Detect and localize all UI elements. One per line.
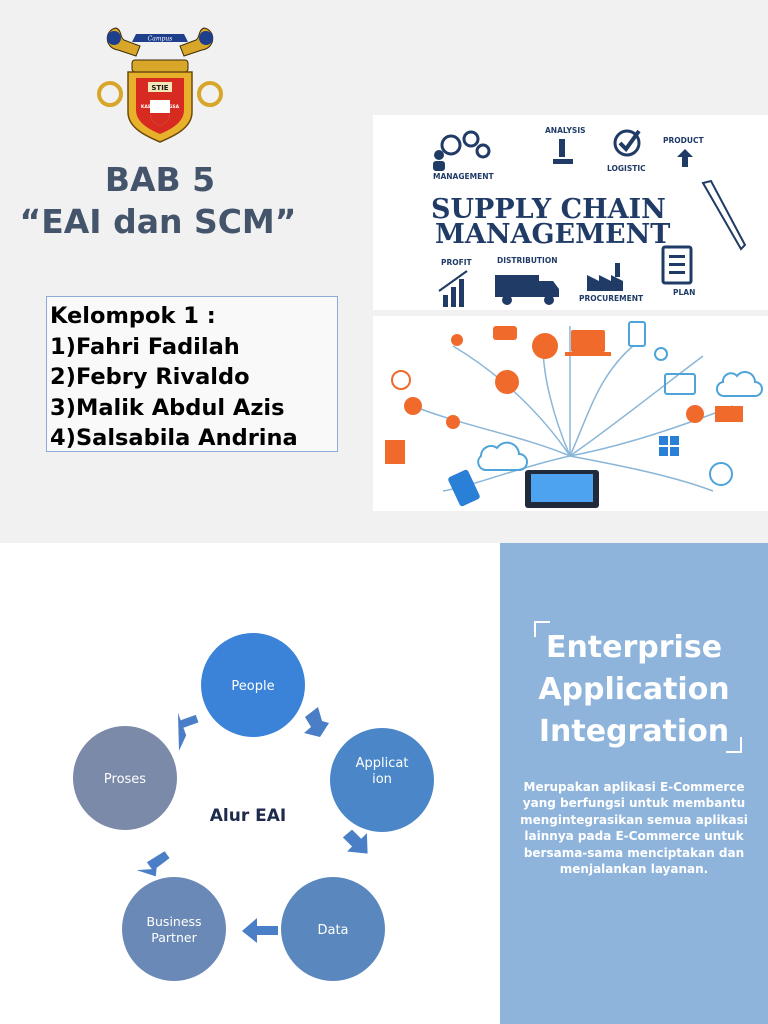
group-member: 4)Salsabila Andrina — [50, 425, 298, 451]
logo-motto-text: KASIH BANGSA — [141, 104, 180, 110]
gears-icon — [433, 130, 491, 171]
eai-heading: Enterprise Application Integration — [500, 627, 768, 753]
scm-title-line1: SUPPLY CHAIN — [431, 194, 666, 225]
people-icon — [451, 334, 463, 346]
bab-title: “EAI dan SCM” — [19, 202, 297, 241]
video-icon — [715, 406, 743, 422]
arrow-icon — [242, 918, 278, 943]
arrow-icon — [136, 851, 170, 877]
globe-icon — [532, 333, 558, 359]
scm-label-logistic: LOGISTIC — [607, 164, 646, 173]
slide-title: Campus STIE KASIH BANGSA BAB 5 “EAI dan … — [0, 0, 768, 543]
group-member: 1)Fahri Fadilah — [50, 333, 240, 360]
node-label-application: Applicat — [356, 756, 409, 771]
campus-logo: Campus STIE KASIH BANGSA — [97, 27, 223, 143]
node-label-people: People — [231, 679, 274, 694]
people-icon — [446, 415, 460, 429]
eai-heading-line: Enterprise — [545, 630, 723, 665]
logo-banner-text: Campus — [148, 36, 173, 43]
camera-icon — [654, 347, 668, 361]
eai-heading-line: Integration — [538, 714, 730, 749]
corner-bracket — [726, 737, 742, 753]
document-icon — [385, 440, 405, 464]
gear-icon — [404, 397, 422, 415]
phone-icon — [448, 469, 480, 507]
cloud-icon — [715, 371, 763, 398]
supply-chain-image: MANAGEMENT ANALYSIS LOGISTIC PRODUCT SUP… — [373, 115, 768, 310]
arrow-icon — [304, 707, 329, 737]
laptop-icon — [565, 330, 611, 356]
microscope-icon — [553, 139, 573, 164]
logo-shield-text: STIE — [151, 84, 168, 92]
eai-heading-line: Application — [538, 672, 730, 707]
monitor-icon — [664, 373, 696, 395]
group-heading: Kelompok 1 : — [50, 303, 216, 329]
eai-description: Merupakan aplikasi E-Commerce yang berfu… — [520, 780, 748, 877]
checkmark-icon — [613, 129, 641, 157]
node-label-data: Data — [317, 923, 348, 938]
factory-icon — [587, 263, 623, 291]
arrow-up-icon — [677, 149, 693, 167]
email-icon — [391, 370, 411, 390]
node-label-application: ion — [372, 772, 392, 787]
cycle-node-data: Data — [281, 877, 385, 981]
cycle-center-label: Alur EAI — [210, 806, 286, 826]
play-icon — [686, 405, 704, 423]
truck-icon — [495, 275, 559, 305]
scm-label-distribution: DISTRIBUTION — [497, 256, 557, 265]
svg-text:Application: Application — [356, 756, 409, 787]
bar-chart-icon — [438, 270, 468, 307]
globe-icon — [495, 370, 519, 394]
phone-icon — [628, 321, 646, 347]
group-members-box: Kelompok 1 : 1)Fahri Fadilah 2)Febry Riv… — [46, 296, 338, 452]
cycle-node-people: People — [201, 633, 305, 737]
scm-label-profit: PROFIT — [441, 258, 473, 267]
arrow-icon — [177, 712, 199, 751]
cycle-node-proses: Proses — [73, 726, 177, 830]
node-label-business-partner: Partner — [151, 930, 197, 945]
eai-info-panel: Enterprise Application Integration Merup… — [500, 543, 768, 1024]
chat-icon — [493, 326, 517, 340]
node-label-proses: Proses — [104, 772, 146, 787]
email-icon — [709, 462, 733, 486]
scm-label-plan: PLAN — [673, 288, 695, 297]
corner-bracket — [534, 621, 550, 637]
clipboard-icon — [661, 245, 693, 285]
group-member: 2)Febry Rivaldo — [50, 364, 250, 390]
scm-title-line2: MANAGEMENT — [435, 219, 670, 250]
scm-label-product: PRODUCT — [663, 136, 704, 145]
node-label-business-partner: Business — [146, 914, 201, 929]
cloud-icon — [477, 441, 528, 471]
pen-icon — [701, 179, 747, 251]
scm-label-procurement: PROCUREMENT — [579, 294, 644, 303]
windows-icon — [659, 436, 679, 456]
scm-label-management: MANAGEMENT — [433, 172, 494, 181]
bab-number: BAB 5 — [104, 160, 216, 199]
arrow-icon — [342, 829, 368, 854]
scm-label-analysis: ANALYSIS — [545, 126, 586, 135]
integration-network-image — [373, 316, 768, 511]
group-member: 3)Malik Abdul Azis — [50, 394, 285, 421]
